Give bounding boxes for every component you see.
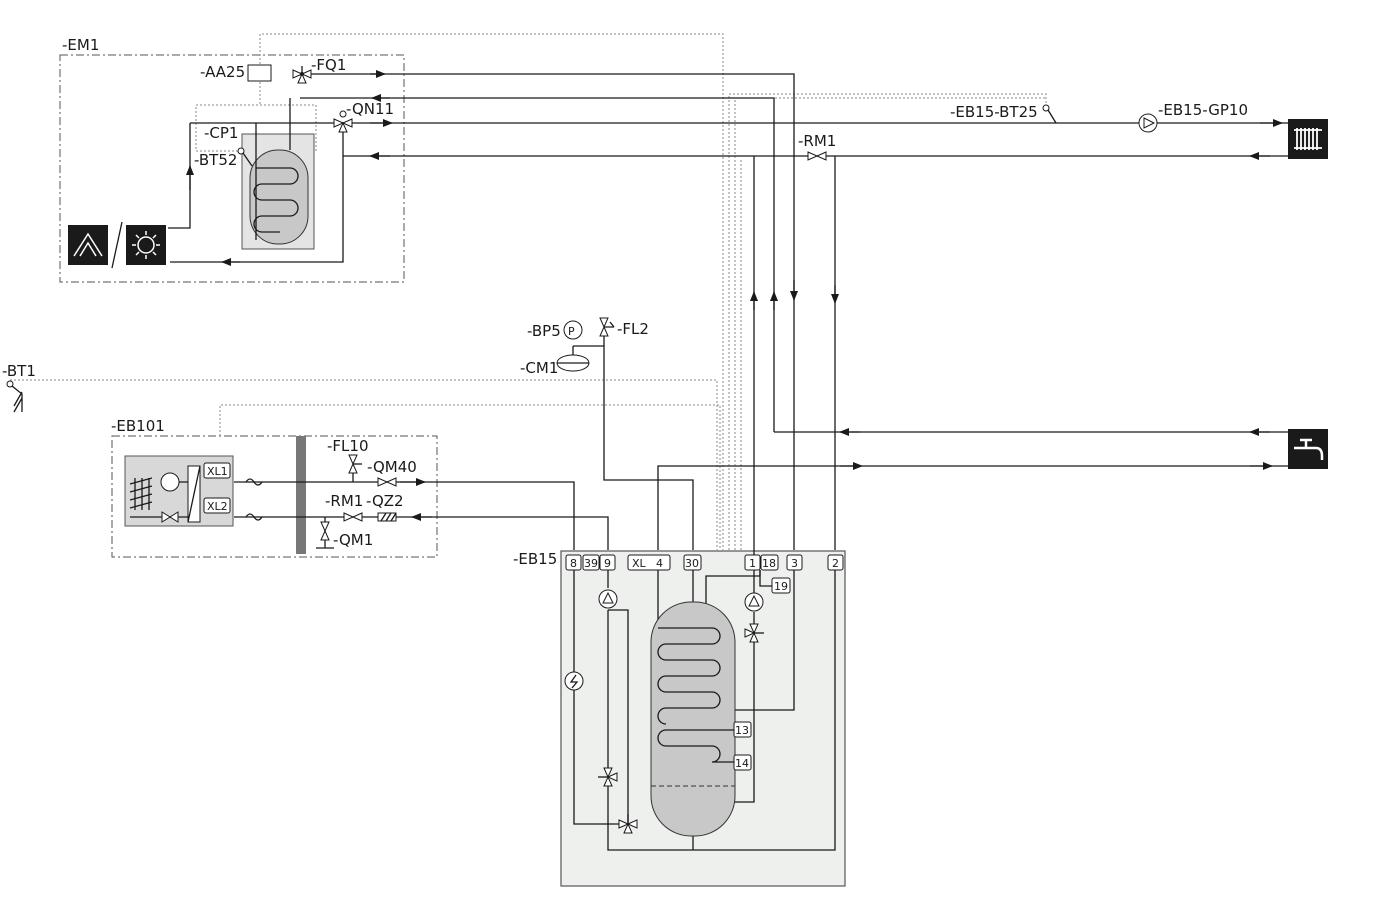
label-rm1-top: -RM1: [798, 132, 836, 150]
em1-boundary: [59, 54, 405, 283]
port-2: 2: [832, 557, 839, 570]
qn11-valve: [333, 110, 353, 133]
rm1-check-valve-2: [343, 512, 363, 522]
label-eb15-bt25: -EB15-BT25: [950, 103, 1038, 121]
pipework: [168, 70, 1288, 851]
eb101-boundary: [111, 435, 438, 558]
port-19: 19: [774, 580, 788, 593]
eb15-storage-tank: [650, 601, 736, 837]
labels: -EM1 -AA25 -FQ1 -QN11 -CP1 -BT52 -EB15-B…: [2, 36, 1248, 568]
fl10-valve: [348, 454, 362, 474]
label-eb15-gp10: -EB15-GP10: [1158, 101, 1248, 119]
label-aa25: -AA25: [200, 63, 245, 81]
port-14: 14: [735, 757, 749, 770]
label-rm1-bottom: -RM1: [325, 492, 363, 510]
wall: [296, 436, 306, 554]
port-4: 4: [656, 557, 663, 570]
bt52-sensor: [237, 147, 253, 167]
port-30: 30: [685, 557, 699, 570]
eb15-valve-2: [598, 767, 618, 787]
label-qm40: -QM40: [367, 458, 417, 476]
qz2-filter: [377, 512, 397, 522]
qm40-valve: [377, 477, 397, 487]
label-bt52: -BT52: [194, 151, 237, 169]
label-em1: -EM1: [62, 36, 99, 54]
solar-collector-icon: [68, 225, 108, 265]
sun-icon: [126, 225, 166, 265]
label-eb101: -EB101: [111, 417, 165, 435]
tap-water-icon: [1288, 429, 1328, 469]
radiator-icon: [1288, 119, 1328, 159]
xl2-label: XL2: [207, 500, 228, 513]
label-qz2: -QZ2: [366, 492, 404, 510]
port-39: 39: [584, 557, 598, 570]
rm1-check-valve: [807, 151, 827, 161]
label-cm1: -CM1: [520, 359, 558, 377]
label-fq1: -FQ1: [311, 56, 346, 74]
label-fl2: -FL2: [617, 320, 649, 338]
port-1: 1: [749, 557, 756, 570]
eb15-pump-2: [744, 592, 764, 612]
svg-text:P: P: [568, 325, 575, 338]
eb15-valve-1: [744, 623, 764, 643]
gp10-pump: [1138, 113, 1158, 133]
eb15-heater: [564, 671, 584, 691]
port-8: 8: [570, 557, 577, 570]
divider-slash: [111, 221, 123, 269]
qm1-drain-valve: [316, 521, 334, 549]
cm1-expansion-vessel: [556, 354, 590, 372]
label-eb15: -EB15: [513, 550, 557, 568]
aa25-box: [247, 64, 272, 82]
label-fl10: -FL10: [327, 437, 368, 455]
port-xl: XL: [632, 557, 647, 570]
em1-solar-tank: [241, 98, 315, 250]
fq1-valve: [292, 66, 312, 84]
bt25-sensor: [1042, 104, 1057, 124]
bt1-outdoor-sensor: [6, 380, 23, 413]
port-3: 3: [791, 557, 798, 570]
port-boxes: 8 39 9 XL 4 30 1 18 3 2 19 13 14: [565, 554, 844, 771]
port-9: 9: [604, 557, 611, 570]
xl1-label: XL1: [207, 465, 228, 478]
label-bt1: -BT1: [2, 362, 36, 380]
label-qm1: -QM1: [333, 531, 373, 549]
port-13: 13: [735, 724, 749, 737]
eb15-pump-1: [598, 589, 618, 609]
fl2-safety-valve: [599, 317, 615, 337]
label-bp5: -BP5: [527, 322, 561, 340]
eb15-valve-3: [618, 814, 638, 834]
port-18: 18: [762, 557, 776, 570]
bp5-gauge: P: [563, 320, 583, 340]
label-cp1: -CP1: [204, 124, 238, 142]
heat-pump-internals: XL1 XL2: [129, 462, 263, 523]
label-qn11: -QN11: [346, 100, 394, 118]
